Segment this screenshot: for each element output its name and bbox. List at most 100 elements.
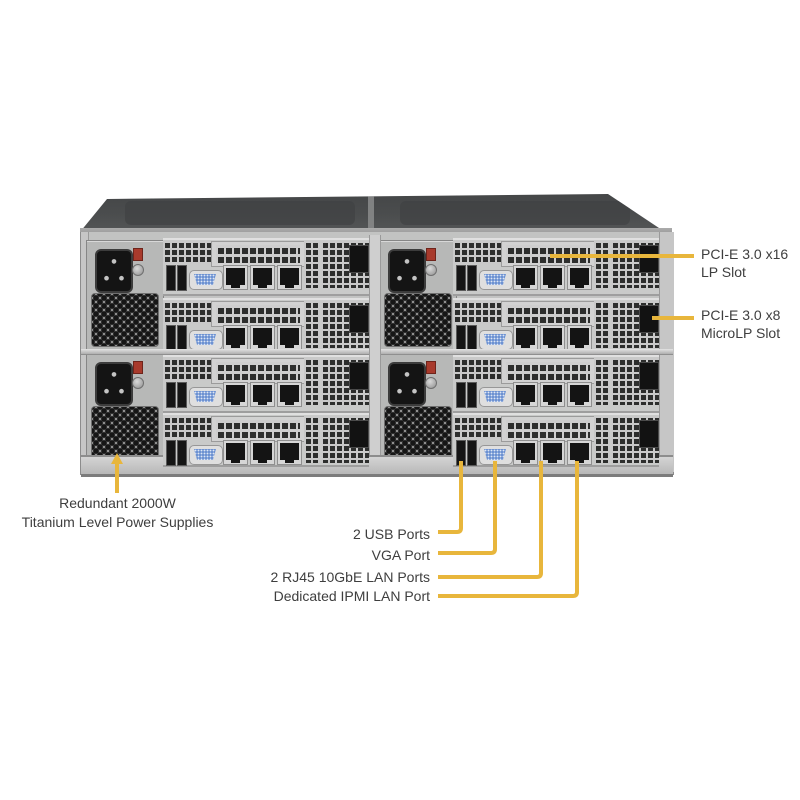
vent-strip <box>594 416 610 463</box>
vent-grid <box>163 301 211 324</box>
usb-ports <box>166 382 188 408</box>
lan-ports <box>223 440 304 465</box>
vent-strip <box>594 301 610 348</box>
microlp-slot <box>639 362 659 390</box>
vent-strip <box>304 416 320 463</box>
callout-line-ipmi <box>438 461 579 598</box>
lan-ports <box>223 325 304 350</box>
psu-fan-grill <box>91 406 159 460</box>
usb-ports <box>166 265 188 291</box>
microlp-slot-area <box>611 416 659 463</box>
microlp-slot-area <box>321 241 369 288</box>
pcie-x16-lp-slot-bracket <box>211 241 305 267</box>
vga-port <box>479 387 513 407</box>
vent-grid <box>453 358 501 381</box>
label-redundant-psu: Redundant 2000W Titanium Level Power Sup… <box>21 495 214 530</box>
pcie-x16-lp-slot-bracket <box>501 358 595 384</box>
pcie-x16-lp-slot-bracket <box>211 301 305 327</box>
microlp-slot-area <box>321 301 369 348</box>
label-usb-ports: 2 USB Ports <box>352 526 430 542</box>
usb-ports <box>456 440 478 466</box>
microlp-slot <box>349 305 369 333</box>
psu-fan-grill <box>384 293 452 347</box>
vent-grid <box>163 416 211 439</box>
top-cover-seam <box>368 194 374 232</box>
vent-strip <box>304 358 320 405</box>
usb-ports <box>456 265 478 291</box>
psu-fan-grill <box>91 293 159 347</box>
label-pcie-x16-lp-slot: PCI-E 3.0 x16 LP Slot <box>701 246 789 280</box>
psu-led <box>425 264 437 276</box>
vent-grid <box>453 241 501 264</box>
microlp-slot-area <box>321 358 369 405</box>
vga-port <box>189 330 223 350</box>
vent-strip <box>304 301 320 348</box>
top-cover-latch <box>366 189 376 193</box>
psu-led <box>132 377 144 389</box>
vga-port <box>189 387 223 407</box>
pcie-x16-lp-slot-bracket <box>501 241 595 267</box>
ac-inlet <box>388 249 426 293</box>
vent-grid <box>163 241 211 264</box>
chassis-top-cover <box>80 189 672 232</box>
psu-led <box>425 377 437 389</box>
lan-ports <box>513 382 594 407</box>
microlp-slot-area <box>611 358 659 405</box>
power-supply <box>379 353 457 460</box>
psu-led <box>132 264 144 276</box>
lan-ports <box>513 265 594 290</box>
usb-ports <box>166 325 188 351</box>
vent-grid <box>453 416 501 439</box>
ac-inlet <box>95 249 133 293</box>
microlp-slot <box>349 362 369 390</box>
vga-port <box>479 330 513 350</box>
label-vga-port: VGA Port <box>371 547 430 563</box>
lan-ports <box>223 265 304 290</box>
chassis-center-divider <box>369 235 381 455</box>
microlp-slot <box>639 420 659 448</box>
ac-inlet <box>95 362 133 406</box>
microlp-slot-area <box>321 416 369 463</box>
node-row <box>163 413 369 467</box>
psu-switch <box>133 248 143 261</box>
callout-line-lan <box>438 461 543 579</box>
microlp-slot <box>639 305 659 333</box>
vent-strip <box>304 241 320 288</box>
power-supply <box>86 240 164 352</box>
vga-port <box>479 445 513 465</box>
top-cover-recess <box>125 201 355 225</box>
microlp-slot-area <box>611 301 659 348</box>
top-cover-recess <box>400 201 630 225</box>
vent-strip <box>594 358 610 405</box>
node-row <box>163 298 369 356</box>
pcie-x16-lp-slot-bracket <box>211 416 305 442</box>
microlp-slot <box>349 245 369 273</box>
microlp-slot <box>349 420 369 448</box>
node-row <box>453 355 659 413</box>
psu-switch <box>426 361 436 374</box>
label-ipmi-lan-port: Dedicated IPMI LAN Port <box>273 588 430 604</box>
usb-ports <box>456 382 478 408</box>
node-row <box>163 355 369 413</box>
microlp-slot <box>639 245 659 273</box>
psu-switch <box>133 361 143 374</box>
pcie-x16-lp-slot-bracket <box>501 301 595 327</box>
vga-port <box>479 270 513 290</box>
vga-port <box>189 445 223 465</box>
node-row <box>163 238 369 296</box>
vent-strip <box>594 241 610 288</box>
lan-ports <box>513 440 594 465</box>
pcie-x16-lp-slot-bracket <box>211 358 305 384</box>
lan-ports <box>513 325 594 350</box>
vent-grid <box>163 358 211 381</box>
usb-ports <box>166 440 188 466</box>
vga-port <box>189 270 223 290</box>
node-row <box>453 238 659 296</box>
psu-switch <box>426 248 436 261</box>
label-rj45-lan-ports: 2 RJ45 10GbE LAN Ports <box>270 569 430 585</box>
pcie-x16-lp-slot-bracket <box>501 416 595 442</box>
node-row <box>453 298 659 356</box>
power-supply <box>379 240 457 352</box>
node-row <box>453 413 659 467</box>
